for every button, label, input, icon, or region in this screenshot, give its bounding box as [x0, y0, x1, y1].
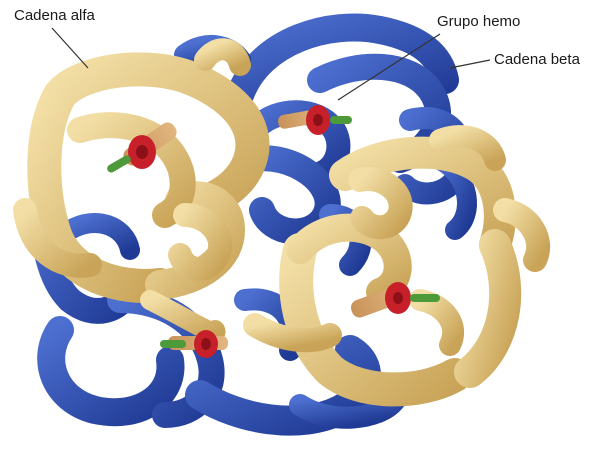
heme-group-3 — [349, 282, 440, 320]
label-alpha-chain: Cadena alfa — [14, 7, 95, 25]
leader-alpha-chain — [52, 28, 88, 68]
leader-beta-chain — [450, 60, 490, 68]
label-beta-chain: Cadena beta — [494, 51, 580, 69]
label-heme-group: Grupo hemo — [437, 13, 520, 31]
